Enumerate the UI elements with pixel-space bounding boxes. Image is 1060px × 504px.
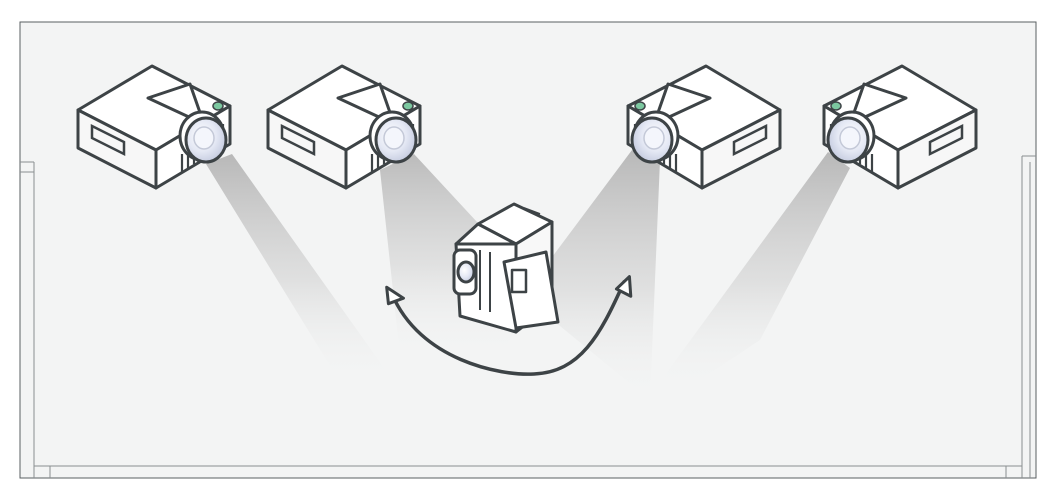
rotation-arrow-icon	[385, 275, 633, 376]
video-camera-icon	[452, 202, 560, 334]
frame-border	[20, 155, 1036, 478]
projection-beam-1	[206, 154, 394, 382]
projection-beam-4	[654, 152, 850, 390]
projection-beam-3	[520, 150, 660, 400]
